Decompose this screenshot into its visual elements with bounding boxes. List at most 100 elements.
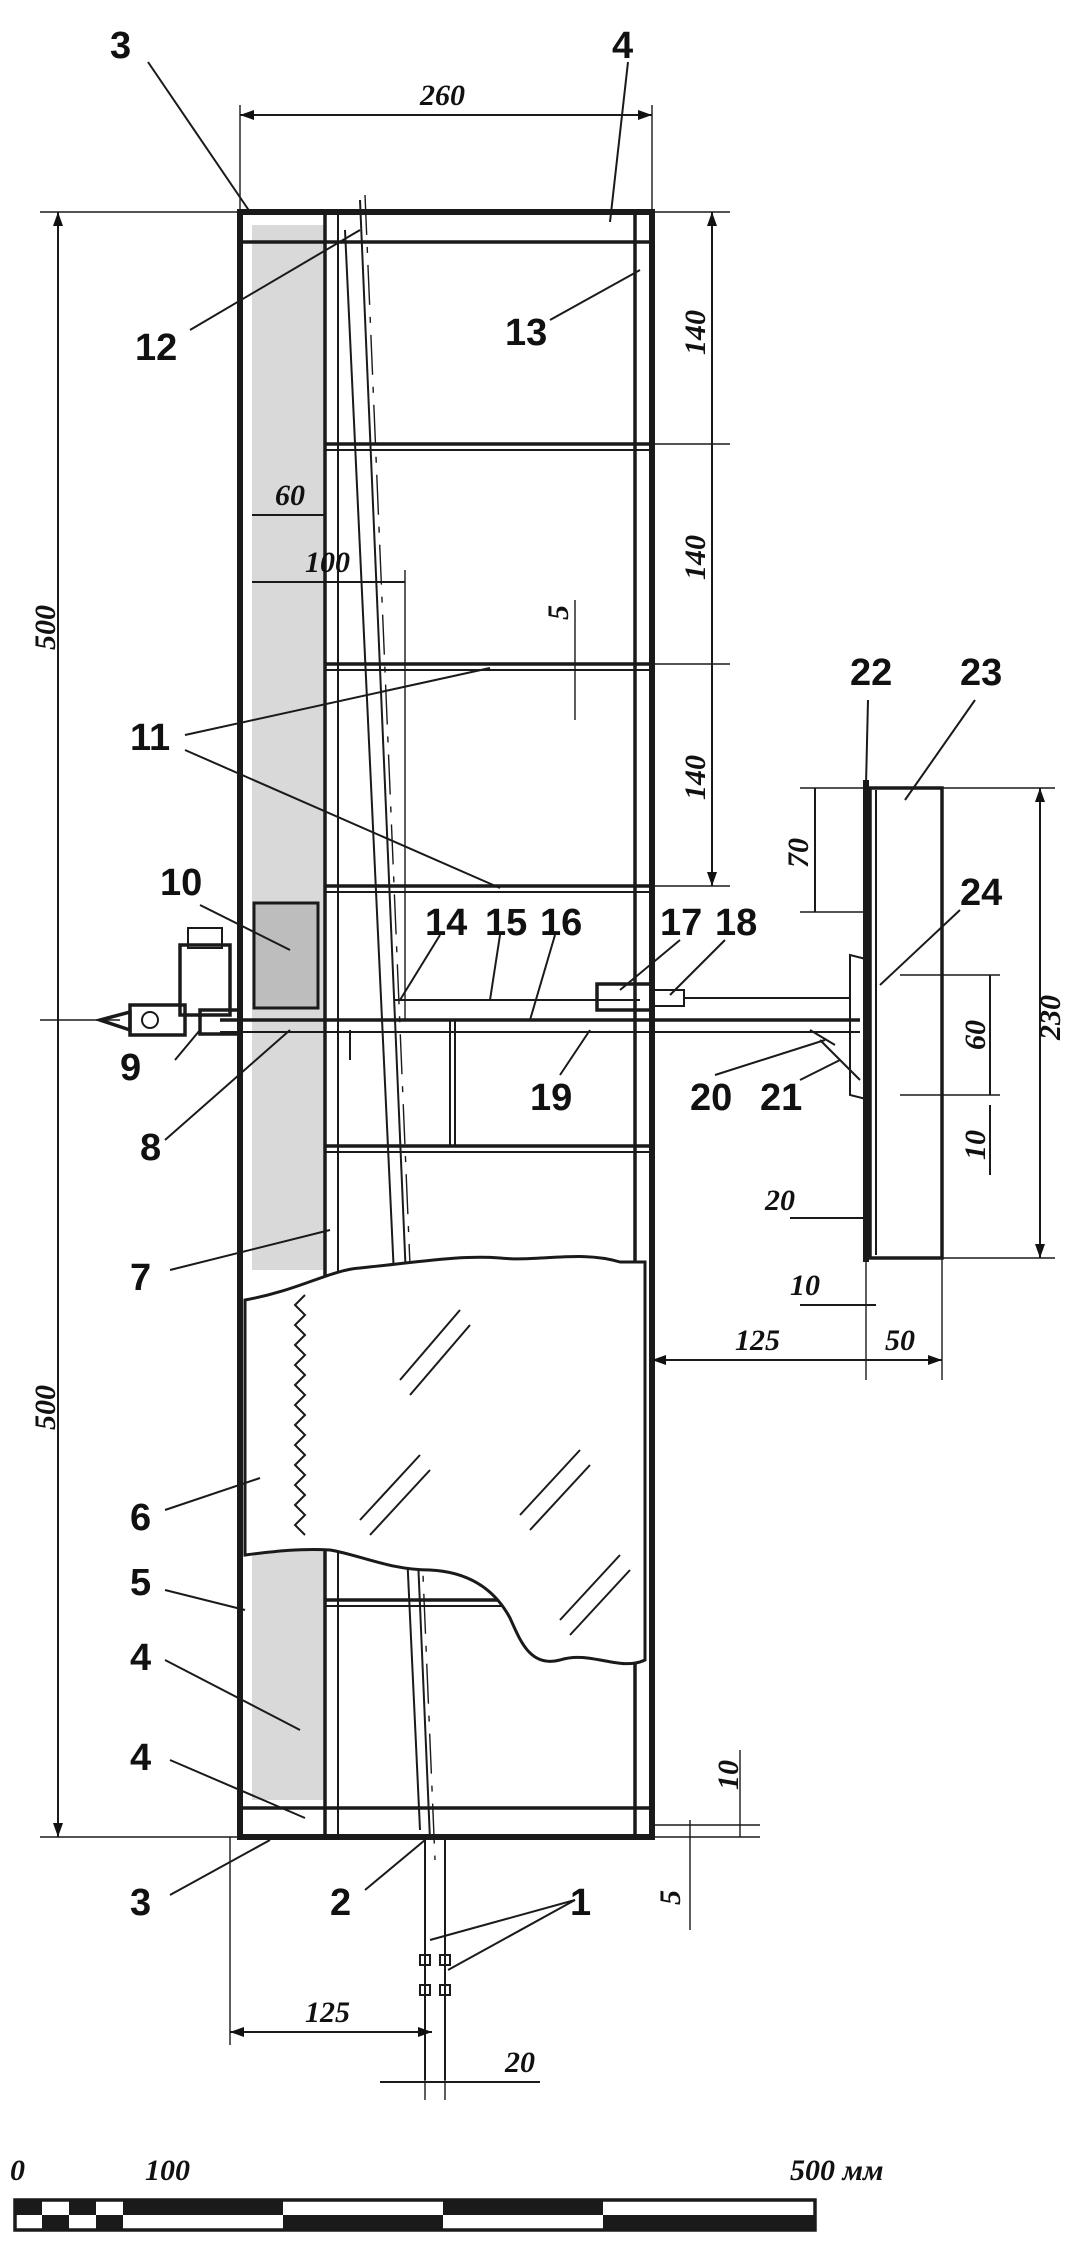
leader bbox=[714, 1039, 826, 1076]
dim-10-bottom: 10 bbox=[712, 1760, 745, 1790]
callout-labels: 3 4 12 13 11 10 9 8 7 6 5 4 4 3 2 1 14 1… bbox=[110, 25, 1002, 1924]
callout-16: 15 bbox=[485, 902, 527, 944]
leader bbox=[164, 1477, 261, 1511]
dim-10-tail: 10 bbox=[790, 1269, 820, 1302]
scale-segment bbox=[15, 2200, 42, 2215]
callout-9: 8 bbox=[140, 1127, 161, 1169]
dim-20-bottom: 20 bbox=[504, 2046, 535, 2079]
arrow bbox=[53, 1823, 63, 1837]
propeller-hub bbox=[128, 1003, 187, 1037]
arrow bbox=[53, 212, 63, 226]
leader bbox=[489, 934, 501, 1001]
engine-body bbox=[178, 943, 232, 1017]
dim-125-bottom: 125 bbox=[305, 1996, 350, 2029]
leader bbox=[879, 909, 961, 986]
stabilizer-outline bbox=[868, 786, 944, 1260]
leader bbox=[447, 1899, 576, 1971]
callout-24: 23 bbox=[960, 652, 1002, 694]
arrow bbox=[707, 212, 717, 226]
film-hatch bbox=[369, 1469, 431, 1536]
dim-140-1: 140 bbox=[679, 310, 712, 355]
servo-block bbox=[595, 982, 654, 1012]
leading-edge-sheeting bbox=[252, 225, 324, 1270]
arrow bbox=[230, 2027, 244, 2037]
front-wire bbox=[419, 1838, 451, 2080]
film-hatch bbox=[359, 1454, 421, 1521]
film-hatch bbox=[399, 1309, 461, 1381]
film-covering bbox=[243, 1255, 647, 1666]
dim-5: 5 bbox=[542, 605, 575, 620]
callout-8: 7 bbox=[130, 1257, 151, 1299]
wire-clip bbox=[439, 1954, 451, 1966]
film-hatch bbox=[519, 1449, 581, 1516]
engine-mount bbox=[198, 1008, 242, 1036]
scale-label-zero: 0 bbox=[10, 2154, 25, 2187]
callout-20: 19 bbox=[530, 1077, 572, 1119]
control-horn bbox=[651, 989, 685, 1007]
scale-label-100: 100 bbox=[145, 2154, 190, 2187]
dimension-labels: 260 500 500 140 140 140 60 100 5 70 230 … bbox=[29, 79, 1067, 2079]
leader bbox=[429, 1899, 576, 1941]
leader bbox=[865, 699, 869, 786]
callout-10: 9 bbox=[120, 1047, 141, 1089]
callout-2: 2 bbox=[330, 1882, 351, 1924]
dim-140-2: 140 bbox=[679, 535, 712, 580]
leader bbox=[184, 749, 501, 889]
scale-segment bbox=[283, 2215, 443, 2230]
leading-edge-sheeting-lower bbox=[252, 1510, 324, 1800]
wire-clip bbox=[419, 1984, 431, 1996]
callout-11: 10 bbox=[160, 862, 202, 904]
callout-4-bottom: 4 bbox=[130, 1737, 151, 1779]
leader bbox=[619, 939, 681, 991]
leader bbox=[164, 1659, 301, 1731]
callout-15: 14 bbox=[425, 902, 467, 944]
dim-20: 20 bbox=[764, 1184, 795, 1217]
scale-segment bbox=[603, 2215, 815, 2230]
callout-5: 4 bbox=[130, 1637, 151, 1679]
callout-25: 24 bbox=[960, 872, 1002, 914]
dim-260: 260 bbox=[419, 79, 465, 112]
film-hatch bbox=[529, 1464, 591, 1531]
dim-10-stab: 10 bbox=[959, 1130, 992, 1160]
scale-label-500: 500 мм bbox=[790, 2154, 884, 2187]
arrow bbox=[1035, 788, 1045, 802]
callout-13: 12 bbox=[135, 327, 177, 369]
engine bbox=[93, 927, 242, 1037]
leader bbox=[399, 934, 441, 1001]
callout-22: 21 bbox=[760, 1077, 802, 1119]
dim-125-tail: 125 bbox=[735, 1324, 780, 1357]
callout-23: 22 bbox=[850, 652, 892, 694]
leader bbox=[184, 667, 491, 736]
leader bbox=[174, 1029, 201, 1061]
dim-230: 230 bbox=[1034, 995, 1067, 1041]
leader bbox=[549, 269, 641, 321]
film-hatch bbox=[569, 1569, 631, 1636]
wire-clip bbox=[439, 1984, 451, 1996]
wing-tip-bottom bbox=[238, 1806, 654, 1840]
scale-segment bbox=[96, 2215, 123, 2230]
leader bbox=[609, 61, 629, 223]
scale-segment bbox=[443, 2200, 603, 2215]
scale-segment bbox=[69, 2200, 96, 2215]
callout-18: 17 bbox=[660, 902, 702, 944]
callout-3-top: 3 bbox=[110, 25, 131, 67]
film-hatch bbox=[559, 1554, 621, 1621]
arrow bbox=[707, 872, 717, 886]
leader bbox=[164, 1589, 246, 1611]
leader bbox=[147, 61, 251, 213]
spinner bbox=[93, 1009, 132, 1033]
dim-500-top: 500 bbox=[29, 605, 62, 650]
leader bbox=[364, 1839, 426, 1891]
arrow bbox=[638, 110, 652, 120]
film-hatch bbox=[409, 1324, 471, 1396]
leader bbox=[189, 229, 361, 331]
film-zigzag-edge bbox=[293, 1294, 307, 1536]
scale-segment bbox=[123, 2200, 283, 2215]
dim-50: 50 bbox=[885, 1324, 915, 1357]
leader bbox=[169, 1759, 306, 1819]
arrow bbox=[928, 1355, 942, 1365]
callout-14: 13 bbox=[505, 312, 547, 354]
callout-7: 6 bbox=[130, 1497, 151, 1539]
callout-4-top: 4 bbox=[612, 25, 633, 67]
